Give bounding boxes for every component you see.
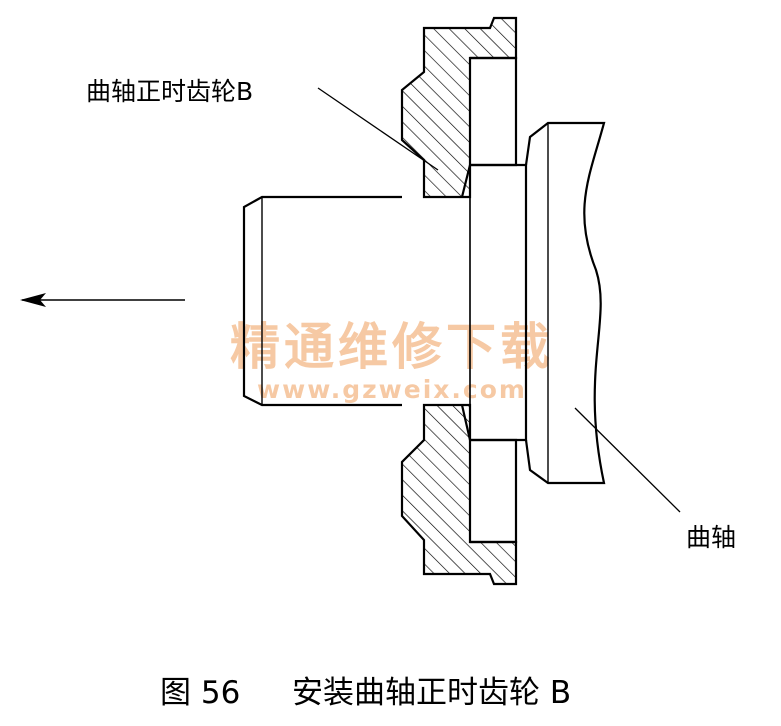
figure-number: 图 56 [160,675,240,711]
watermark-cn: 精通维修下载 [230,318,554,376]
crankshaft-leader-line [574,407,681,513]
crankshaft [524,121,606,485]
direction-arrow [20,293,185,307]
figure-caption: 安装曲轴正时齿轮 B [292,675,571,711]
watermark: 精通维修下载 www.gzweix.com [230,318,554,404]
watermark-url: www.gzweix.com [257,375,527,404]
gear-hub [242,163,528,442]
timing-gear-b [400,16,518,586]
gear-leader-line [317,87,439,171]
crankshaft-label: 曲轴 [686,523,736,552]
gear-label: 曲轴正时齿轮B [86,77,253,106]
